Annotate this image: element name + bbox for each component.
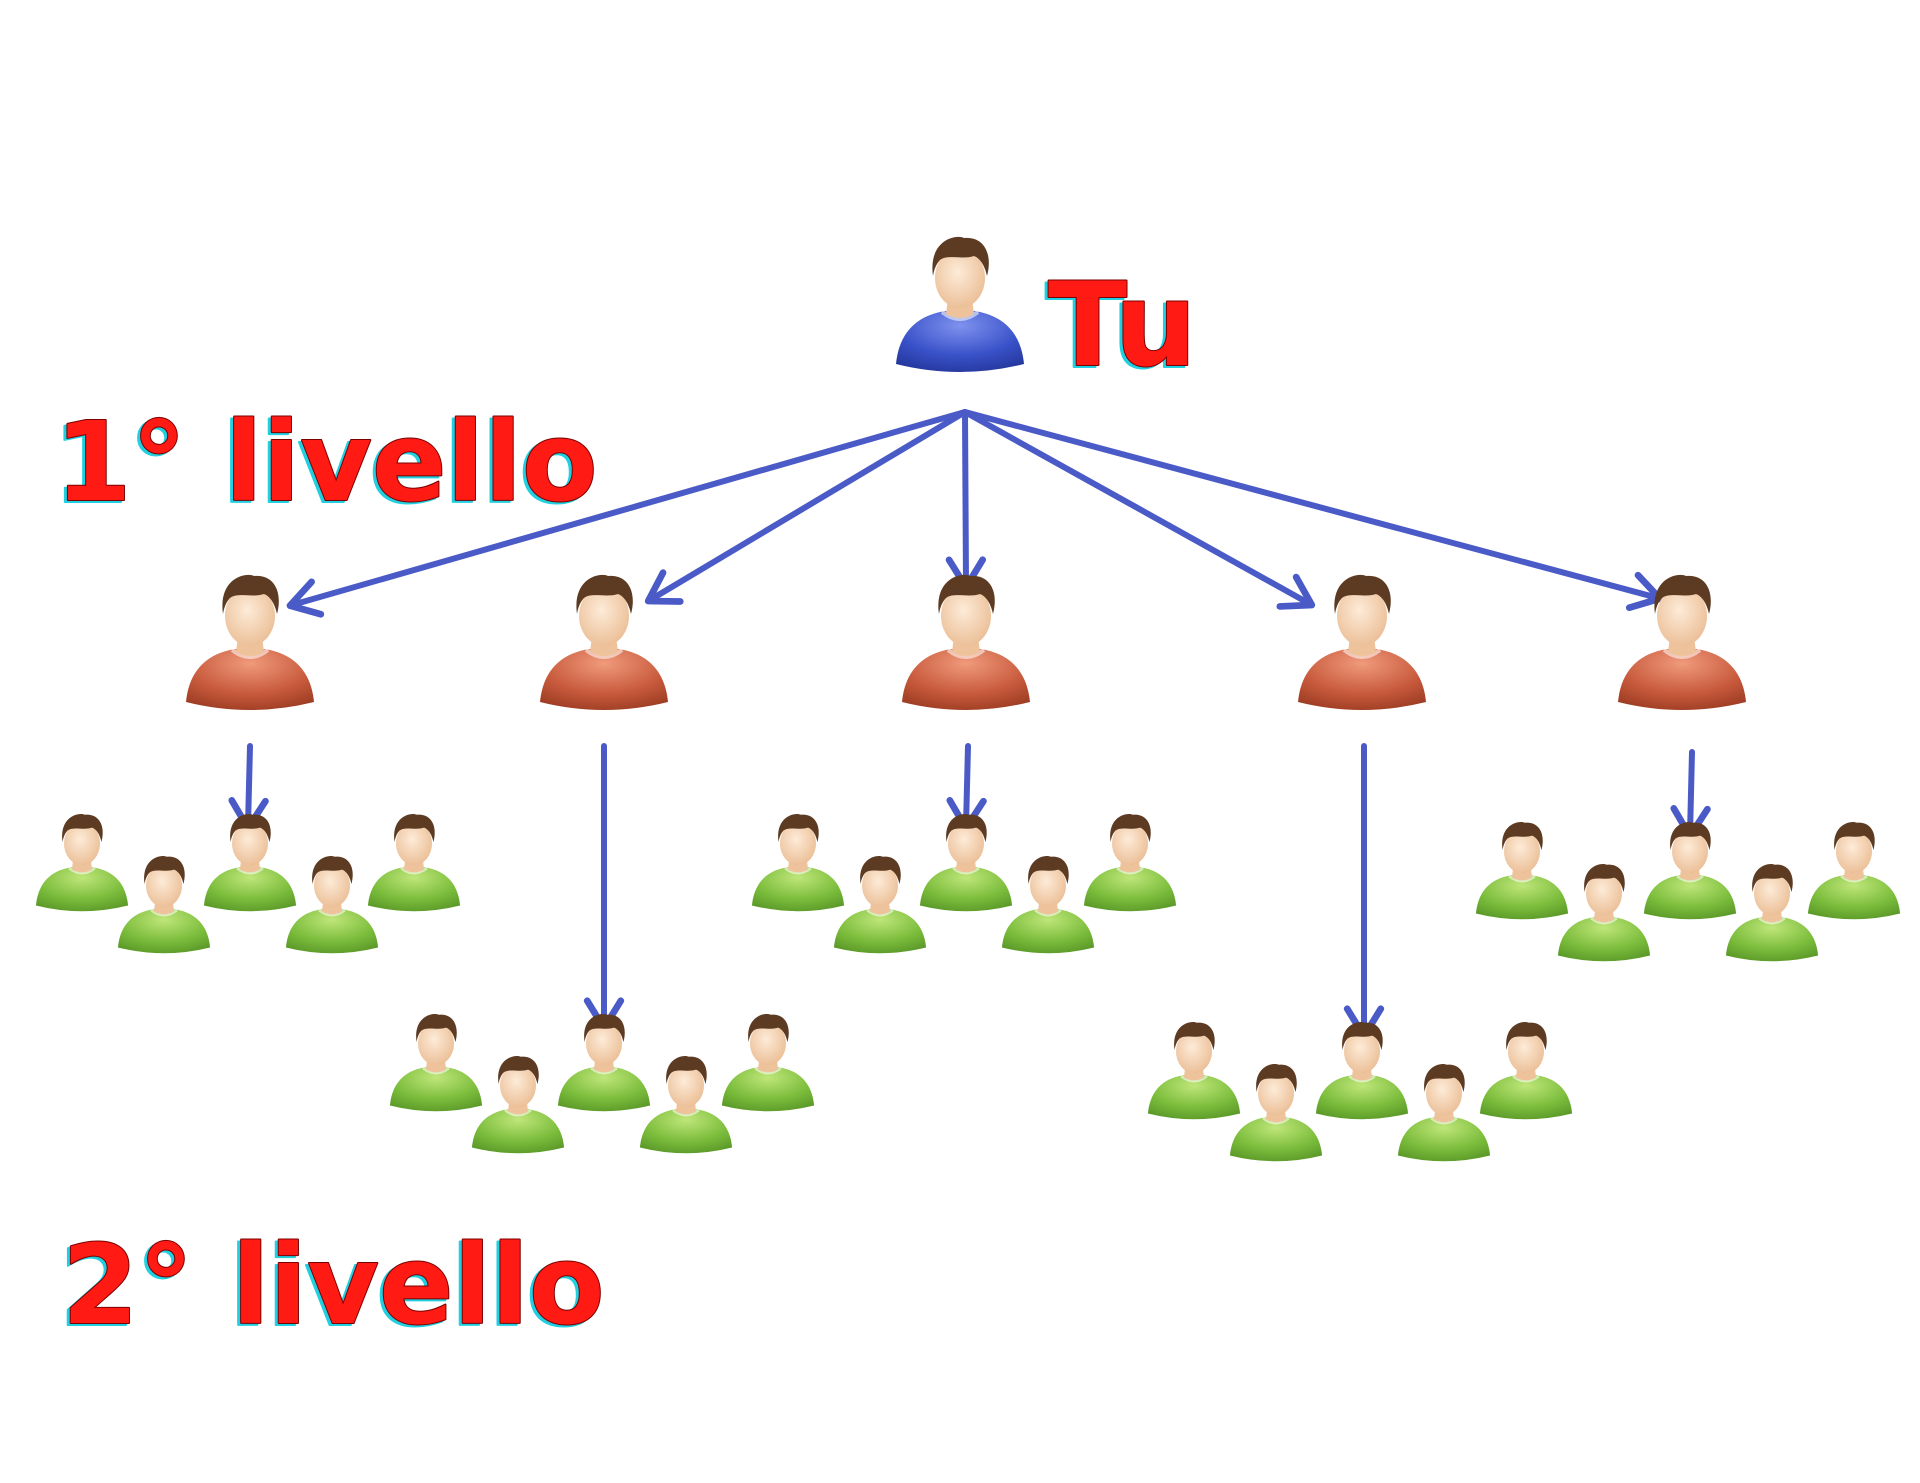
arrow-you-to-level1-2 (644, 409, 968, 605)
person-level2-group2-1 (389, 1013, 483, 1112)
person-level2-group1-4 (285, 855, 379, 954)
person-level1-3 (902, 574, 1030, 710)
person-level2-group5-4 (1725, 863, 1819, 962)
person-level2-group2-3 (557, 1013, 651, 1112)
arrow-level1-5-to-level2 (1670, 749, 1711, 840)
person-level2-group2-4 (639, 1055, 733, 1154)
person-level2-group4-4 (1397, 1063, 1491, 1162)
person-level2-group3-3 (919, 813, 1013, 912)
arrow-level1-3-to-level2 (946, 743, 987, 832)
arrows-layer (228, 409, 1711, 1040)
person-level2-group4-1 (1147, 1021, 1241, 1120)
person-level1-4 (1298, 574, 1426, 710)
person-level2-group1-1 (35, 813, 129, 912)
person-level1-2 (540, 574, 668, 710)
arrow-you-to-level1-3 (945, 409, 987, 591)
people-layer (35, 236, 1901, 1162)
label-level-1: 1° livello (55, 398, 598, 526)
person-level2-group5-2 (1557, 863, 1651, 962)
person-level2-group2-2 (471, 1055, 565, 1154)
person-level1-5 (1618, 574, 1746, 710)
person-level2-group3-1 (751, 813, 845, 912)
person-level2-group1-2 (117, 855, 211, 954)
person-level2-group5-5 (1807, 821, 1901, 920)
person-level2-group4-3 (1315, 1021, 1409, 1120)
person-level2-group4-5 (1479, 1021, 1573, 1120)
person-level2-group5-1 (1475, 821, 1569, 920)
person-level2-group1-3 (203, 813, 297, 912)
person-level2-group5-3 (1643, 821, 1737, 920)
person-level2-group3-4 (1001, 855, 1095, 954)
arrow-you-to-level1-1 (286, 409, 968, 618)
arrow-you-to-level1-4 (962, 409, 1316, 610)
person-level2-group2-5 (721, 1013, 815, 1112)
label-you: Tu (1048, 258, 1197, 393)
person-level2-group3-2 (833, 855, 927, 954)
person-level2-group4-2 (1229, 1063, 1323, 1162)
arrow-you-to-level1-5 (962, 409, 1664, 612)
label-level-2: 2° livello (62, 1221, 605, 1349)
arrow-level1-1-to-level2 (228, 743, 269, 832)
person-you (896, 236, 1024, 372)
person-level2-group3-5 (1083, 813, 1177, 912)
person-level1-1 (186, 574, 314, 710)
person-level2-group1-5 (367, 813, 461, 912)
